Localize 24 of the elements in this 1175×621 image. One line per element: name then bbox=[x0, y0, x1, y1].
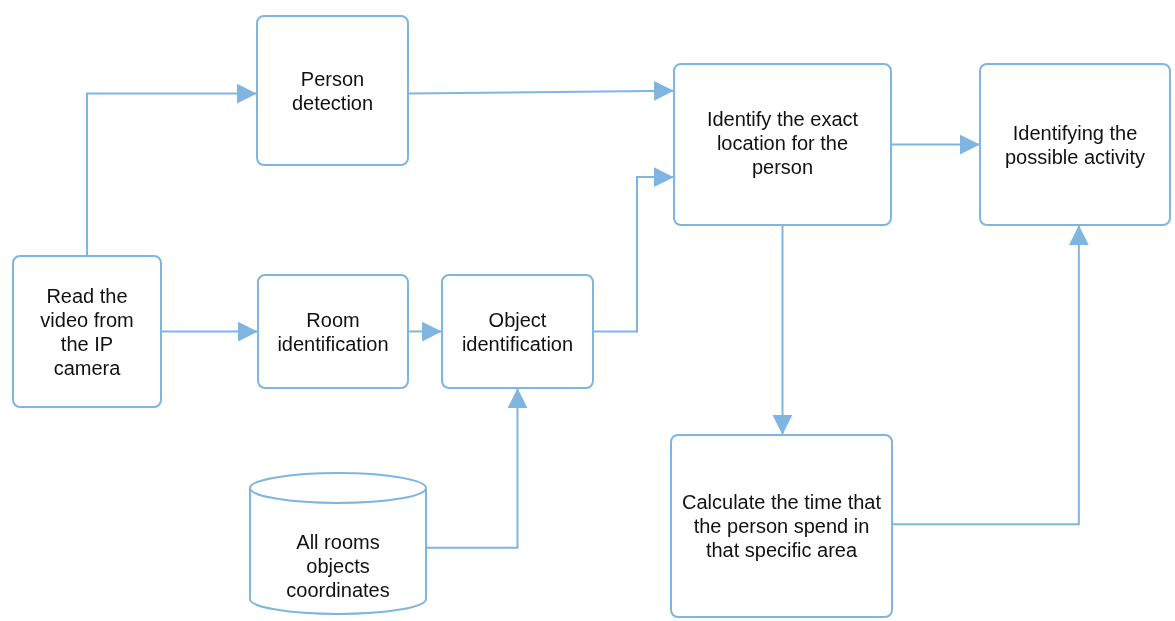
arrow bbox=[892, 225, 1089, 526]
arrow bbox=[408, 81, 674, 101]
process-box bbox=[256, 15, 409, 166]
arrow bbox=[772, 225, 793, 435]
node-text: Read the video from the IP camera bbox=[39, 283, 135, 380]
process-box bbox=[673, 63, 892, 226]
arrow bbox=[408, 321, 442, 342]
process-box bbox=[979, 63, 1171, 226]
node-text: Person detection bbox=[290, 66, 375, 115]
process-box bbox=[257, 274, 409, 389]
arrow bbox=[86, 83, 257, 256]
node-text: Identifying the possible activity bbox=[1003, 121, 1147, 169]
process-box bbox=[670, 434, 893, 618]
arrow bbox=[426, 388, 528, 549]
node-text: Calculate the time that the person spend in that specific area bbox=[681, 490, 882, 562]
node-text: Object identification bbox=[460, 307, 575, 356]
node-text: All rooms objects coordinates bbox=[285, 529, 391, 602]
arrow bbox=[593, 167, 674, 333]
process-box bbox=[12, 255, 162, 408]
node-text: Identify the exact location for the person bbox=[705, 107, 860, 179]
process-box bbox=[441, 274, 594, 389]
node-text: Room identification bbox=[276, 307, 390, 356]
arrow bbox=[891, 134, 980, 155]
arrow bbox=[161, 321, 258, 342]
